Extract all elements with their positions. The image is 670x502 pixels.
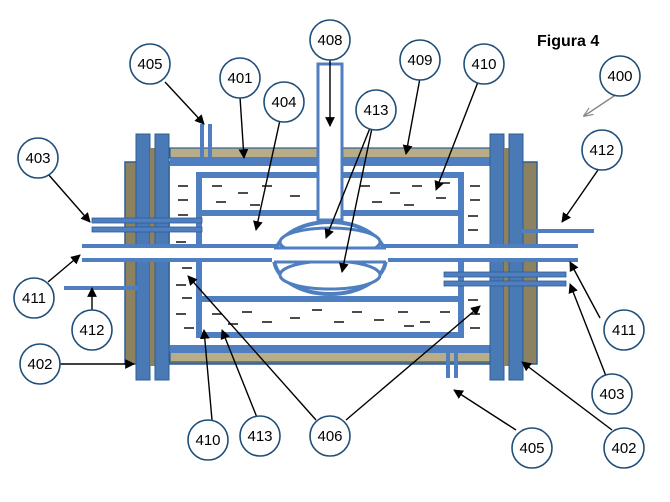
- callout-410-top: 410: [463, 43, 505, 85]
- callout-406: 406: [309, 415, 351, 457]
- leader-arrows: [47, 60, 621, 431]
- svg-text:405: 405: [519, 440, 544, 457]
- svg-text:402: 402: [611, 440, 636, 457]
- callout-413-top: 413: [355, 89, 397, 131]
- svg-text:412: 412: [589, 142, 614, 159]
- svg-text:404: 404: [271, 94, 296, 111]
- svg-text:400: 400: [607, 68, 632, 85]
- pipes-412: [64, 229, 594, 290]
- svg-text:401: 401: [227, 70, 252, 87]
- svg-text:411: 411: [612, 322, 636, 339]
- svg-text:411: 411: [22, 290, 46, 307]
- callout-403-right: 403: [591, 373, 633, 415]
- svg-text:406: 406: [317, 428, 342, 445]
- svg-text:403: 403: [599, 386, 624, 403]
- svg-text:409: 409: [407, 52, 432, 69]
- callouts: 400 401 402 402 403 403 404 405 405 406 …: [13, 19, 645, 469]
- svg-text:410: 410: [195, 432, 220, 449]
- liquid-dashes: [176, 182, 480, 329]
- callout-401: 401: [219, 57, 261, 99]
- svg-text:403: 403: [25, 150, 50, 167]
- callout-411-left: 411: [13, 277, 55, 319]
- callout-403-left: 403: [17, 137, 59, 179]
- callout-400: 400: [599, 55, 641, 97]
- callout-402-left: 402: [19, 343, 61, 385]
- callout-412-right: 412: [581, 129, 623, 171]
- svg-text:413: 413: [247, 428, 272, 445]
- callout-408: 408: [309, 19, 351, 61]
- callout-405-top: 405: [129, 43, 171, 85]
- figure-title: Figura 4: [537, 33, 600, 50]
- svg-text:405: 405: [137, 56, 162, 73]
- callout-413-bottom: 413: [239, 415, 281, 457]
- callout-410-bottom: 410: [187, 419, 229, 461]
- svg-text:412: 412: [79, 322, 104, 339]
- central-capsule: [272, 220, 388, 296]
- callout-409: 409: [399, 39, 441, 81]
- callout-402-right: 402: [603, 427, 645, 469]
- ports-405: [200, 124, 458, 378]
- callout-405-bottom: 405: [511, 427, 553, 469]
- svg-text:402: 402: [27, 356, 52, 373]
- svg-text:410: 410: [471, 56, 496, 73]
- rods-403: [91, 217, 567, 287]
- callout-412-left: 412: [71, 309, 113, 351]
- callout-411-right: 411: [603, 309, 645, 351]
- svg-text:413: 413: [363, 102, 388, 119]
- svg-text:408: 408: [317, 32, 342, 49]
- callout-404: 404: [263, 81, 305, 123]
